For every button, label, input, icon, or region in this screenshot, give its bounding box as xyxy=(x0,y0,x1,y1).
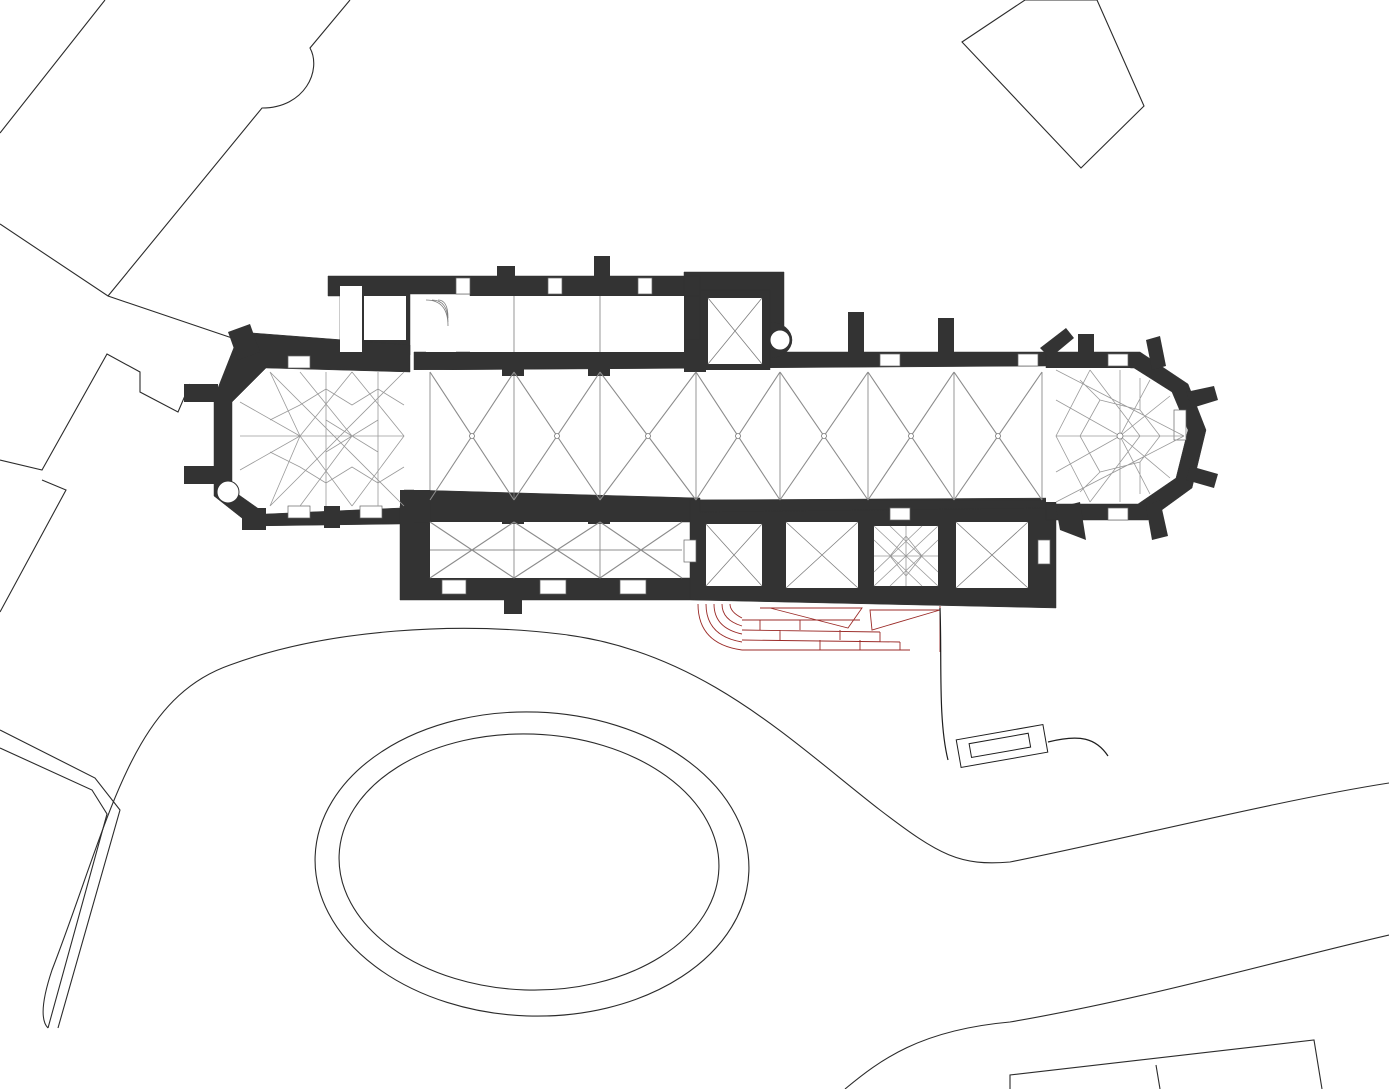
buttress-apse-4 xyxy=(1146,500,1168,540)
window-n-3 xyxy=(637,277,653,295)
nave-boss-7 xyxy=(995,433,1001,439)
south-aisle-ribs xyxy=(429,521,683,579)
annex-room-a xyxy=(340,286,362,352)
window-chapel-2 xyxy=(1037,539,1051,565)
chapel-2-ribs xyxy=(785,521,859,589)
buttress-north-4 xyxy=(938,318,954,356)
windows xyxy=(287,277,1187,595)
annex-room-b xyxy=(364,296,406,340)
buttress-west-1 xyxy=(184,384,218,402)
inspection-pit-inner xyxy=(968,732,1032,759)
nave-boss-1 xyxy=(469,433,475,439)
nave-transverse-arches xyxy=(429,372,1043,500)
window-s-2 xyxy=(539,579,567,595)
window-apse-2 xyxy=(1173,409,1187,441)
sacristy-ribs xyxy=(707,297,763,365)
pier-5 xyxy=(684,340,706,372)
window-n-4 xyxy=(879,353,901,367)
roundabout-inner xyxy=(338,733,720,991)
nave-room xyxy=(414,370,1046,490)
nave-boss-5 xyxy=(821,433,827,439)
window-w-3 xyxy=(359,505,383,519)
nave-south-wall xyxy=(699,499,1047,513)
street-curve-main xyxy=(42,627,1389,1029)
west-stair-turret xyxy=(216,480,240,504)
buttress-north-3 xyxy=(848,312,864,356)
chancel-room xyxy=(1046,368,1184,502)
pier-6 xyxy=(400,490,430,522)
window-aisle-side xyxy=(683,539,697,563)
street-curve-inner xyxy=(0,729,121,1029)
chapel-3-star-vault xyxy=(873,525,939,587)
window-apse-3 xyxy=(1107,507,1129,521)
neighbour-building-west xyxy=(0,353,191,471)
buttresses xyxy=(184,256,1218,614)
street-edge-south xyxy=(844,934,1389,1089)
foundation-brick-courses xyxy=(741,619,910,651)
chancel-vault xyxy=(1055,369,1185,503)
foundation-remains xyxy=(697,603,941,652)
window-w-1 xyxy=(287,355,311,369)
window-chapel-1 xyxy=(889,507,911,521)
south-chapels-vaults xyxy=(705,521,1029,589)
neighbour-building-southeast xyxy=(1009,1039,1323,1089)
service-line xyxy=(939,607,1109,769)
south-aisle-vault xyxy=(429,521,683,579)
foundation-wedge-walls xyxy=(760,606,941,652)
window-s-1 xyxy=(441,579,467,595)
window-n-2 xyxy=(547,277,563,295)
street-edge-west xyxy=(0,479,67,613)
pier-1 xyxy=(502,352,524,376)
service-pipe xyxy=(939,607,1109,761)
window-s-3 xyxy=(619,579,647,595)
buttress-north-2 xyxy=(594,256,610,278)
nave-boss-4 xyxy=(735,433,741,439)
buttress-southeast xyxy=(1056,502,1086,540)
window-n-1 xyxy=(455,277,471,295)
pier-4 xyxy=(588,500,610,524)
window-w-2 xyxy=(287,505,311,519)
chapel-4-ribs xyxy=(955,521,1029,589)
buttress-south-1 xyxy=(324,506,340,528)
chancel-boss xyxy=(1116,432,1124,440)
inspection-pit-outer xyxy=(955,723,1049,769)
window-apse-1 xyxy=(1107,353,1129,367)
neighbour-building-northeast xyxy=(961,0,1145,169)
chapel-1-ribs xyxy=(705,523,763,587)
north-stair-core xyxy=(769,329,791,351)
west-chapel-room xyxy=(240,372,404,506)
neighbour-building-northwest xyxy=(0,0,351,297)
nave-boss-3 xyxy=(645,433,651,439)
window-n-5 xyxy=(1017,353,1039,367)
buttress-south-2 xyxy=(504,598,522,614)
buttress-south-3 xyxy=(242,508,266,530)
pier-2 xyxy=(588,352,610,376)
buttress-apse-3 xyxy=(1186,466,1218,488)
buttress-apse-2 xyxy=(1186,386,1218,408)
buttress-north-5 xyxy=(1040,328,1074,358)
buttress-west-2 xyxy=(184,466,216,484)
buttress-apse-1 xyxy=(1146,336,1166,370)
north-chamber-lines xyxy=(425,296,601,352)
west-chapel-vault xyxy=(239,371,405,507)
foundation-arc-steps xyxy=(697,603,743,651)
north-chamber-vault xyxy=(425,296,763,365)
nave-boss-6 xyxy=(908,433,914,439)
pier-3 xyxy=(502,500,524,524)
north-chamber xyxy=(470,296,684,352)
nave-vault xyxy=(429,371,1043,501)
buttress-north-6 xyxy=(1078,334,1094,356)
nave-boss-2 xyxy=(554,433,560,439)
buttress-west-3 xyxy=(228,324,260,360)
nave-piers xyxy=(400,340,706,524)
buttress-north-1 xyxy=(497,266,515,280)
west-chapel-net-vault xyxy=(239,371,405,507)
roundabout-outer xyxy=(314,711,750,1017)
street-edge-northwest xyxy=(0,223,239,341)
